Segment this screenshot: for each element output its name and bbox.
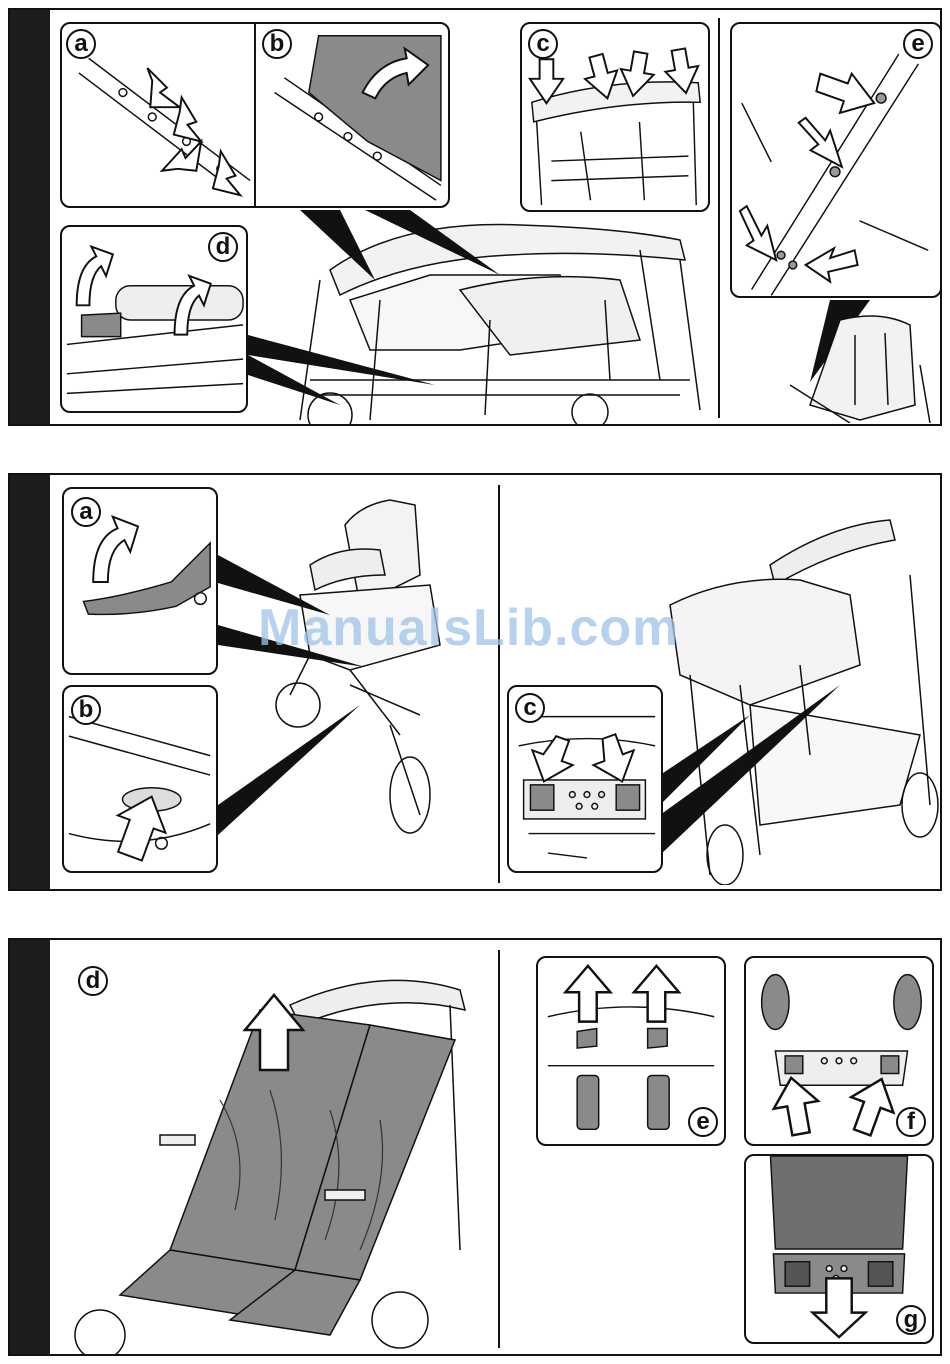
label-c: c	[515, 693, 545, 723]
panel-2: a b	[8, 473, 942, 891]
panel-2-stroller-left	[250, 485, 500, 835]
label-c: c	[528, 29, 558, 59]
panel-1-box-ab	[60, 22, 450, 208]
panel-2-stroller-right	[650, 505, 942, 885]
label-f: f	[896, 1107, 926, 1137]
label-a: a	[71, 497, 101, 527]
panel-1-small-stroller	[770, 305, 940, 423]
label-g: g	[896, 1305, 926, 1335]
panel-3-tab	[10, 940, 50, 1354]
panel-2-tab	[10, 475, 50, 889]
label-a: a	[66, 29, 96, 59]
panel-1-stroller-illustration	[260, 180, 720, 425]
label-e: e	[688, 1107, 718, 1137]
panel-3-divider	[498, 950, 500, 1348]
panel-1: a b c	[8, 8, 942, 426]
panel-3: d e	[8, 938, 942, 1356]
label-b: b	[262, 29, 292, 59]
label-d: d	[208, 232, 238, 262]
panel-1-box-e	[730, 22, 942, 298]
panel-3-seat-illustration	[60, 950, 490, 1355]
label-e: e	[903, 29, 933, 59]
label-b: b	[71, 695, 101, 725]
panel-1-tab	[10, 10, 50, 424]
label-d: d	[78, 966, 108, 996]
